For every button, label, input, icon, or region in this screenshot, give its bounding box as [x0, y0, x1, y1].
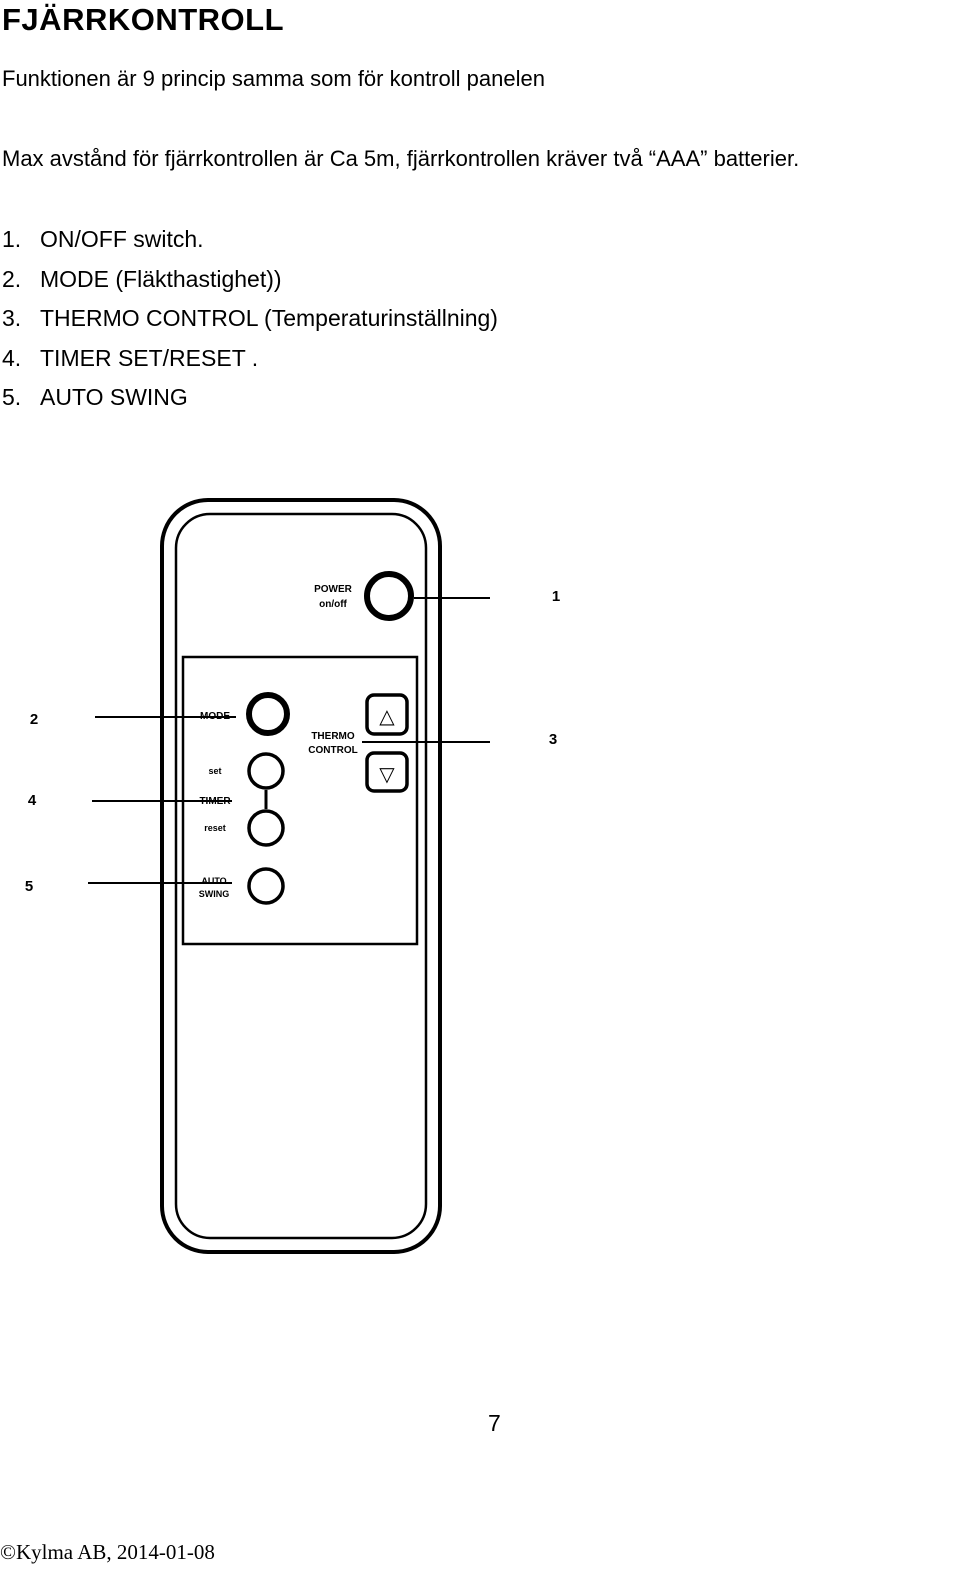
set-label: set — [208, 766, 221, 776]
power-button — [364, 571, 414, 621]
remote-body-outer — [160, 498, 442, 1254]
list-item: 5. AUTO SWING — [2, 382, 498, 422]
timer-set-button — [247, 752, 285, 790]
power-label: POWER — [314, 584, 353, 595]
footer-copyright: ©Kylma AB, 2014-01-08 — [0, 1540, 215, 1564]
mode-button — [246, 692, 290, 736]
list-number: 4. — [2, 344, 22, 371]
callout-number-1: 1 — [552, 588, 560, 605]
reset-label: reset — [204, 823, 226, 833]
list-item: 1. ON/OFF switch. — [2, 224, 498, 264]
callout-number-4: 4 — [28, 792, 37, 809]
function-list: 1. ON/OFF switch. 2. MODE (Fläkthastighet)… — [2, 224, 498, 422]
power-sub-label: on/off — [319, 599, 347, 610]
control-label: CONTROL — [308, 745, 357, 756]
list-label: TIMER SET/RESET . — [40, 344, 259, 371]
thermo-down-button — [365, 751, 409, 793]
list-number: 5. — [2, 384, 22, 410]
list-item: 4. TIMER SET/RESET . — [2, 343, 498, 383]
callout-number-3: 3 — [549, 731, 557, 748]
list-label: MODE (Fläkthastighet)) — [40, 265, 282, 292]
timer-reset-button — [247, 809, 285, 847]
remote-control-diagram: POWER on/off MODE set TIMER reset AUTO S… — [25, 498, 560, 1254]
list-label: AUTO SWING — [40, 384, 188, 410]
list-label: ON/OFF switch. — [40, 226, 204, 252]
thermo-up-button — [365, 693, 409, 736]
list-number: 1. — [2, 226, 22, 252]
list-label: THERMO CONTROL (Temperaturinställning) — [40, 305, 498, 331]
thermo-label: THERMO — [311, 731, 355, 742]
swing-label: SWING — [199, 889, 230, 899]
page-title: FJÄRRKONTROLL — [2, 2, 285, 37]
list-number: 3. — [2, 305, 22, 331]
list-item: 3. THERMO CONTROL (Temperaturinställning) — [2, 303, 498, 343]
intro-text: Funktionen är 9 princip samma som för ko… — [2, 66, 545, 91]
page-number: 7 — [488, 1410, 501, 1436]
down-arrow-icon: ▽ — [379, 764, 395, 786]
auto-label: AUTO — [201, 876, 226, 886]
list-number: 2. — [2, 265, 22, 292]
range-text: Max avstånd för fjärrkontrollen är Ca 5m… — [2, 146, 800, 171]
callout-number-2: 2 — [30, 711, 38, 728]
list-item: 2. MODE (Fläkthastighet)) — [2, 264, 498, 304]
callout-number-5: 5 — [25, 878, 33, 895]
auto-swing-button — [247, 867, 285, 905]
remote-body-inner — [174, 512, 428, 1240]
up-arrow-icon: △ — [379, 706, 395, 728]
